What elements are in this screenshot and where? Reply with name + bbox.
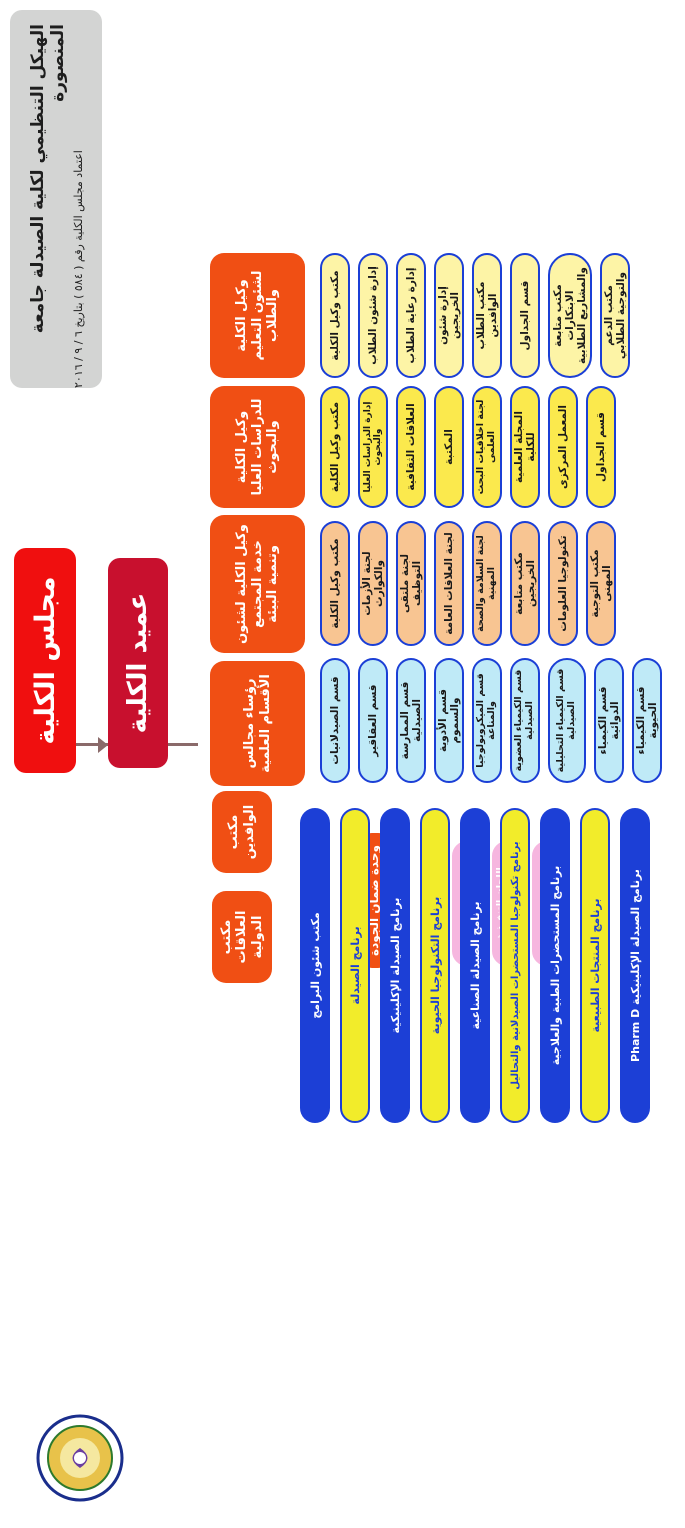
department-item: قسم الكيمياء العضوية الصيدلية <box>510 658 540 783</box>
research-item: المكتبة <box>434 386 464 508</box>
department-item: قسم الكيمياء الدوائية <box>594 658 624 783</box>
edu-item: مكتب الدعم والتوجية الطلابي <box>600 253 630 378</box>
department-heads-head: رؤساء مجالس الأقسام العلمية <box>210 661 305 786</box>
edu-item: قسم الجداول <box>510 253 540 378</box>
edu-item: مكتب متابعة الابتكارات والمشاريع الطلابي… <box>548 253 592 378</box>
program-bar: برنامج تكنولوجيا المستحضرات الصيدلانية و… <box>500 808 530 1123</box>
arrow-down-icon <box>98 737 108 753</box>
edu-item: مكتب وكيل الكلية <box>320 253 350 378</box>
research-item: المعمل المركزى <box>548 386 578 508</box>
edu-item: مكتب الطلاب الوافدين <box>472 253 502 378</box>
community-item: تكنولوجيا العلومات <box>548 521 578 646</box>
program-bar: برنامج الصيدلة الصناعية <box>460 808 490 1123</box>
seal-icon <box>36 1414 124 1502</box>
department-item: قسم الصيدلانيات <box>320 658 350 783</box>
program-bar: برنامج الصيدلة <box>340 808 370 1123</box>
dean-connector <box>168 743 198 746</box>
expat-office-head: مكتب الوافدين <box>212 791 272 873</box>
department-item: قسم الممارسة الصيدلية <box>396 658 426 783</box>
department-item: قسم العقاقير <box>358 658 388 783</box>
edu-item: إدارة رعاية الطلاب <box>396 253 426 378</box>
community-item: مكتب التوجية المهنى <box>586 521 616 646</box>
chart-title-box: الهيكل التنظيمي لكلية الصيدلة جامعة المن… <box>10 10 102 388</box>
department-item: قسم الميكروبولوجيا والمناعة <box>472 658 502 783</box>
community-item: مكتب وكيل الكلية <box>320 521 350 646</box>
department-item: قسم الأدوية والسموم <box>434 658 464 783</box>
research-item: قسم الجداول <box>586 386 616 508</box>
community-item: لجنة ملتقى التوظيف <box>396 521 426 646</box>
program-bar: مكتب شئون البرامج <box>300 808 330 1123</box>
program-bar: برنامج الصيدلة الإكلينيكية <box>380 808 410 1123</box>
vice-dean-community-head: وكيل الكلية لشئون خدمة المجتمع وتنمية ال… <box>210 515 305 653</box>
dean-box: عميد الكلية <box>108 558 168 768</box>
vice-dean-education-head: وكيل الكلية لشئون التعليم والطلاب <box>210 253 305 378</box>
community-item: لجنة الأزمات والكوارث <box>358 521 388 646</box>
research-item: إدارة الدراسات العليا والبحوث <box>358 386 388 508</box>
department-item: قسم الكيمياء الحيوية <box>632 658 662 783</box>
program-bar: برنامج المستحضرات الطبية والعلاجية <box>540 808 570 1123</box>
program-bar: برنامج التكنولوجيا الحيوية <box>420 808 450 1123</box>
edu-item: إدارة شئون الطلاب <box>358 253 388 378</box>
community-item: لجنة السلامة والصحة المهنية <box>472 521 502 646</box>
research-item: المجلة العلمية للكلية <box>510 386 540 508</box>
research-item: مكتب وكيل الكلية <box>320 386 350 508</box>
department-item: قسم الكيمياء التحليلية الصيدلية <box>548 658 586 783</box>
program-bar: برنامج المنتجات الطبيعية <box>580 808 610 1123</box>
program-bar: Pharm D برنامج الصيدلة الإكلينيكية <box>620 808 650 1123</box>
edu-item: إدارة شئون الخريجين <box>434 253 464 378</box>
chart-title: الهيكل التنظيمي لكلية الصيدلة جامعة المن… <box>27 24 68 334</box>
vice-dean-research-head: وكيل الكلية للدراسات العليا والبحوث <box>210 386 305 508</box>
chart-subtitle: اعتماد مجلس الكلية رقم ( ٥٨٤ ) بتاريخ ٦ … <box>71 150 85 388</box>
community-item: مكتب متابعة الخريجين <box>510 521 540 646</box>
community-item: لجنة العلاقات العامة <box>434 521 464 646</box>
university-logo <box>20 1408 140 1508</box>
faculty-council-box: مجلس الكلية <box>14 548 76 773</box>
research-item: لجنة اخلاقيات البحث العلمى <box>472 386 502 508</box>
intl-office-head: مكتب العلاقات الدولية <box>212 891 272 983</box>
research-item: العلاقات الثقافية <box>396 386 426 508</box>
